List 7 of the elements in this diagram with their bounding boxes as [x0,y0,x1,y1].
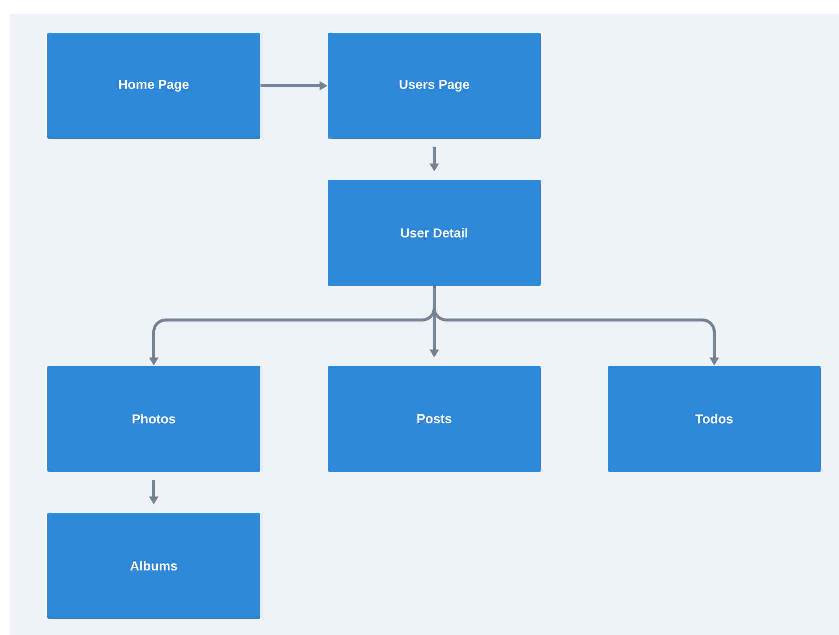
page-box: Todos [608,366,821,472]
page-box: Photos [48,366,260,472]
page-box: Albums [48,513,260,619]
page-box: Posts [328,366,541,472]
page-box: Home Page [48,33,260,139]
page-box: Users Page [328,33,541,139]
page-box: User Detail [328,180,541,286]
